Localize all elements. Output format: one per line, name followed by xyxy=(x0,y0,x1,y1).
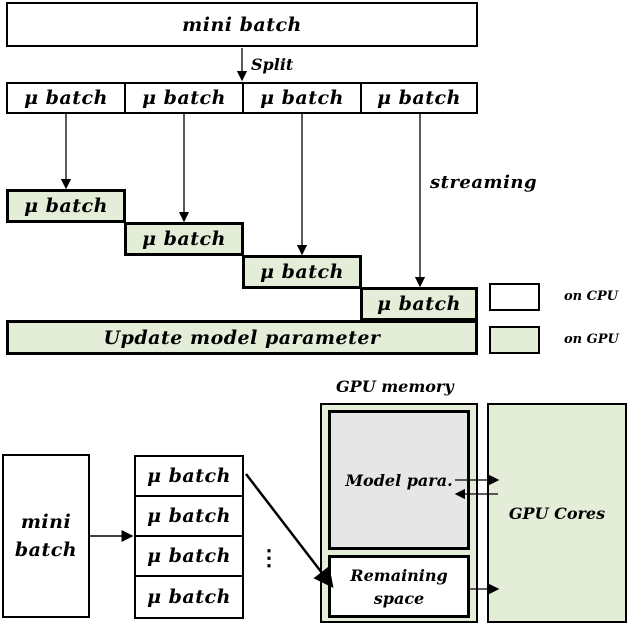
micro-batch-label: μ batch xyxy=(142,228,226,250)
micro-batch-label: μ batch xyxy=(147,586,231,608)
mini-batch-label: mini batch xyxy=(182,13,302,36)
micro-batch-label: μ batch xyxy=(24,87,108,109)
micro-batch-label: μ batch xyxy=(377,293,461,315)
legend-cpu-swatch xyxy=(489,283,540,311)
mini-batch-box: mini batch xyxy=(6,2,478,47)
remaining-space-label: Remaining space xyxy=(350,565,448,608)
gpu-micro-batch-4: μ batch xyxy=(360,287,478,321)
legend-gpu-label: on GPU xyxy=(564,332,619,347)
micro-batch-label: μ batch xyxy=(147,465,231,487)
cpu-micro-batch-3: μ batch xyxy=(242,82,362,114)
update-model-parameter-label: Update model parameter xyxy=(103,326,381,349)
split-label: Split xyxy=(251,55,294,74)
micro-batch-label: μ batch xyxy=(377,87,461,109)
gpu-micro-batch-3: μ batch xyxy=(242,255,362,289)
bottom-micro-batch-1: μ batch xyxy=(134,455,244,497)
bottom-micro-batch-4: μ batch xyxy=(134,575,244,619)
cpu-micro-batch-4: μ batch xyxy=(360,82,478,114)
gpu-cores-box: GPU Cores xyxy=(487,403,627,623)
model-para-label: Model para. xyxy=(345,470,453,490)
micro-batch-label: μ batch xyxy=(260,87,344,109)
micro-batch-label: μ batch xyxy=(24,195,108,217)
gpu-memory-label: GPU memory xyxy=(336,377,454,396)
micro-batch-label: μ batch xyxy=(147,545,231,567)
streaming-label: streaming xyxy=(430,172,538,193)
update-model-parameter-box: Update model parameter xyxy=(6,320,478,355)
legend-cpu-label: on CPU xyxy=(564,289,619,304)
legend-gpu-swatch xyxy=(489,326,540,354)
gpu-micro-batch-2: μ batch xyxy=(124,222,244,256)
bottom-micro-batch-3: μ batch xyxy=(134,535,244,577)
micro-batch-label: μ batch xyxy=(260,261,344,283)
remaining-space-box: Remaining space xyxy=(328,555,470,618)
ellipsis-icon: ⋮ xyxy=(258,545,280,571)
bottom-mini-batch-box: mini batch xyxy=(2,454,90,618)
cpu-micro-batch-2: μ batch xyxy=(124,82,244,114)
micro-batch-label: μ batch xyxy=(142,87,226,109)
gpu-micro-batch-1: μ batch xyxy=(6,189,126,223)
micro-batch-label: μ batch xyxy=(147,505,231,527)
model-para-box: Model para. xyxy=(328,410,470,550)
bottom-mini-batch-label: mini batch xyxy=(14,511,78,561)
gpu-cores-label: GPU Cores xyxy=(508,503,606,523)
